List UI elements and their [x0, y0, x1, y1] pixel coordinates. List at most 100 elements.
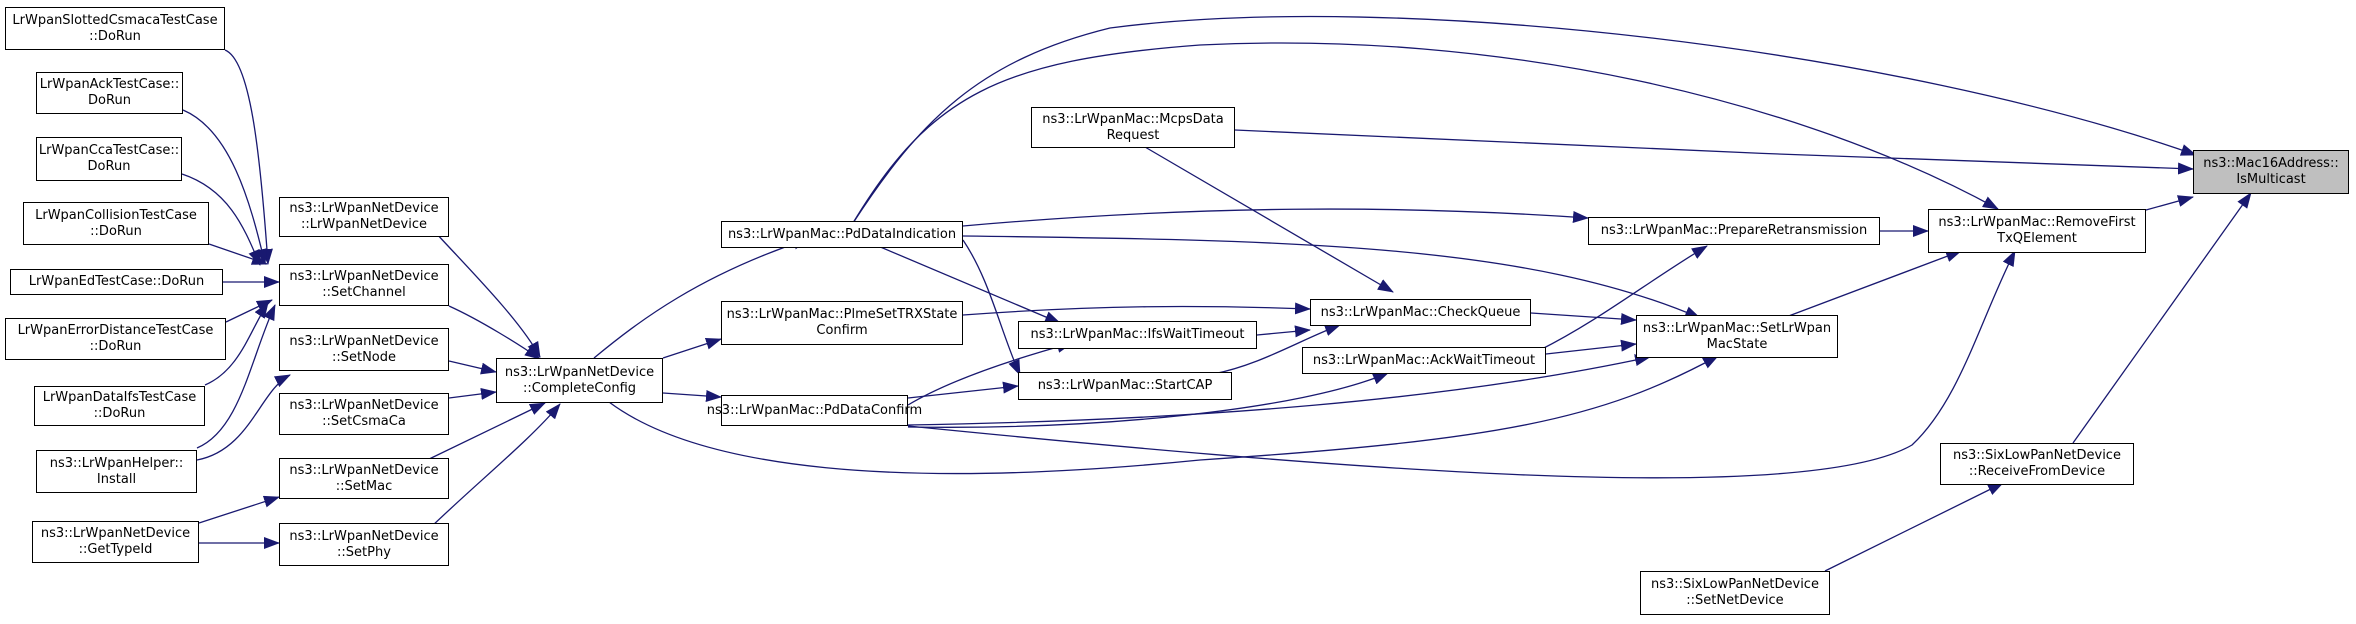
- node-complete-config-line-2: ::CompleteConfig: [522, 380, 637, 396]
- node-slotted-csmaca-test-case[interactable]: LrWpanSlottedCsmacaTestCase ::DoRun: [5, 7, 225, 50]
- edge-get-type-id-to-set-mac: [198, 495, 280, 524]
- edge-ack-wait-timeout-to-prepare: [1539, 245, 1708, 351]
- edge-pd-data-confirm-to-remove-first: [907, 250, 2016, 479]
- node-ifs-wait-timeout-line-1: ns3::LrWpanMac::IfsWaitTimeout: [1030, 327, 1245, 342]
- node-plme-confirm-line-2: Confirm: [816, 323, 868, 338]
- node-sixlowpan-receive-line-1: ns3::SixLowPanNetDevice: [1953, 448, 2121, 463]
- node-slotted-test-line-2: ::DoRun: [89, 28, 141, 44]
- edge-net-device-ctor-to-complete-config: [434, 231, 541, 358]
- node-set-lrwpan-mac-state[interactable]: ns3::LrWpanMac::SetLrWpan MacState: [1636, 315, 1838, 358]
- node-ack-wait-timeout[interactable]: ns3::LrWpanMac::AckWaitTimeout: [1302, 347, 1546, 374]
- node-dataifs-test-case[interactable]: LrWpanDataIfsTestCase ::DoRun: [34, 386, 205, 426]
- node-pd-data-indication-line-1: ns3::LrWpanMac::PdDataIndication: [727, 226, 957, 242]
- edge-pd-data-confirm-to-ifs-wait-timeout: [907, 341, 1073, 406]
- node-set-node[interactable]: ns3::LrWpanNetDevice ::SetNode: [279, 328, 449, 371]
- node-plme-set-trx-state-confirm[interactable]: ns3::LrWpanMac::PlmeSetTRXState Confirm: [721, 301, 963, 345]
- node-lrwpan-helper-install[interactable]: ns3::LrWpanHelper:: Install: [36, 450, 197, 493]
- edge-error-distance-test-to-set-channel: [225, 299, 273, 323]
- node-is-multicast[interactable]: ns3::Mac16Address:: IsMulticast: [2193, 150, 2349, 194]
- node-is-multicast-line-2: IsMulticast: [2236, 172, 2306, 187]
- node-complete-config[interactable]: ns3::LrWpanNetDevice ::CompleteConfig: [496, 358, 663, 403]
- node-mcps-data-request[interactable]: ns3::LrWpanMac::McpsData Request: [1031, 107, 1235, 148]
- edge-sixlowpan-receive-to-is-multicast: [2072, 192, 2252, 444]
- node-collision-test-case[interactable]: LrWpanCollisionTestCase ::DoRun: [23, 202, 209, 245]
- node-cca-test-line-2: DoRun: [87, 159, 131, 174]
- node-remove-first-txq-element[interactable]: ns3::LrWpanMac::RemoveFirst TxQElement: [1928, 209, 2146, 253]
- node-sixlowpan-receive-from-device[interactable]: ns3::SixLowPanNetDevice ::ReceiveFromDev…: [1940, 443, 2134, 485]
- node-dataifs-test-line-2: ::DoRun: [93, 406, 146, 421]
- edge-complete-config-to-set-state: [608, 355, 1719, 475]
- node-lrwpan-net-device-ctor[interactable]: ns3::LrWpanNetDevice ::LrWpanNetDevice: [279, 197, 449, 237]
- edge-dataifs-test-to-set-channel: [204, 302, 269, 386]
- node-ed-test-line-1: LrWpanEdTestCase::DoRun: [28, 274, 205, 289]
- node-get-type-id-line-2: ::GetTypeId: [78, 542, 153, 557]
- edge-mcps-data-request-to-is-multicast: [1234, 129, 2194, 175]
- node-ifs-wait-timeout[interactable]: ns3::LrWpanMac::IfsWaitTimeout: [1018, 321, 1257, 349]
- edge-mcps-data-request-to-check-queue: [1144, 146, 1394, 293]
- edge-pd-data-indication-to-prepare: [962, 208, 1589, 227]
- node-check-queue-line-1: ns3::LrWpanMac::CheckQueue: [1320, 304, 1521, 320]
- edge-complete-config-to-plme-confirm: [662, 337, 722, 359]
- edge-pd-data-indication-to-start-cap: [962, 239, 1021, 376]
- edge-set-csma-ca-to-complete-config: [448, 387, 497, 400]
- node-set-csma-ca-line-1: ns3::LrWpanNetDevice: [289, 398, 439, 413]
- node-sixlowpan-set-net-device[interactable]: ns3::SixLowPanNetDevice ::SetNetDevice: [1640, 571, 1830, 615]
- node-ed-test-case[interactable]: LrWpanEdTestCase::DoRun: [10, 269, 223, 295]
- node-pd-data-indication[interactable]: ns3::LrWpanMac::PdDataIndication: [721, 221, 963, 248]
- node-set-phy-line-1: ns3::LrWpanNetDevice: [289, 528, 439, 544]
- node-error-distance-test-case[interactable]: LrWpanErrorDistanceTestCase ::DoRun: [5, 318, 226, 360]
- node-ack-test-case[interactable]: LrWpanAckTestCase:: DoRun: [36, 72, 183, 114]
- edge-set-state-to-remove-first: [1785, 250, 1962, 318]
- node-mcps-data-request-line-2: Request: [1106, 127, 1160, 143]
- edge-set-mac-to-complete-config: [422, 402, 546, 463]
- node-prepare-retransmission-line-1: ns3::LrWpanMac::PrepareRetransmission: [1600, 223, 1868, 238]
- edge-start-cap-to-check-queue: [1212, 324, 1341, 375]
- node-set-csma-ca[interactable]: ns3::LrWpanNetDevice ::SetCsmaCa: [279, 393, 449, 435]
- edge-pd-data-indication-to-ifs-wait-timeout: [877, 245, 1061, 324]
- node-pd-data-confirm-line-1: ns3::LrWpanMac::PdDataConfirm: [706, 402, 923, 418]
- edge-complete-config-to-pd-data-indication: [593, 238, 809, 359]
- node-set-state-line-1: ns3::LrWpanMac::SetLrWpan: [1642, 320, 1832, 336]
- node-get-type-id[interactable]: ns3::LrWpanNetDevice ::GetTypeId: [32, 521, 199, 563]
- node-set-channel[interactable]: ns3::LrWpanNetDevice ::SetChannel: [279, 264, 449, 306]
- node-ack-wait-timeout-line-1: ns3::LrWpanMac::AckWaitTimeout: [1312, 352, 1536, 368]
- edge-set-node-to-complete-config: [448, 360, 497, 375]
- edge-pd-data-confirm-to-ack-wait-timeout: [907, 372, 1389, 428]
- node-pd-data-confirm[interactable]: ns3::LrWpanMac::PdDataConfirm: [707, 395, 922, 426]
- node-set-state-line-2: MacState: [1706, 336, 1768, 352]
- node-dataifs-test-line-1: LrWpanDataIfsTestCase: [42, 390, 197, 405]
- node-mcps-data-request-line-1: ns3::LrWpanMac::McpsData: [1042, 111, 1224, 127]
- node-remove-first-line-1: ns3::LrWpanMac::RemoveFirst: [1938, 215, 2136, 230]
- node-prepare-retransmission[interactable]: ns3::LrWpanMac::PrepareRetransmission: [1588, 217, 1880, 245]
- node-set-node-line-1: ns3::LrWpanNetDevice: [289, 333, 439, 349]
- edge-set-channel-to-complete-config: [448, 305, 541, 360]
- node-plme-confirm-line-1: ns3::LrWpanMac::PlmeSetTRXState: [726, 307, 958, 322]
- node-ack-test-line-2: DoRun: [88, 93, 131, 108]
- node-start-cap[interactable]: ns3::LrWpanMac::StartCAP: [1018, 372, 1232, 400]
- node-net-device-ctor-line-1: ns3::LrWpanNetDevice: [289, 201, 439, 216]
- edge-cca-test-to-set-channel: [181, 173, 261, 266]
- edge-plme-confirm-to-check-queue: [962, 302, 1311, 316]
- node-check-queue[interactable]: ns3::LrWpanMac::CheckQueue: [1310, 299, 1531, 326]
- node-sixlowpan-set-net-device-line-2: ::SetNetDevice: [1686, 593, 1784, 608]
- edge-slotted-test-to-set-channel: [224, 49, 273, 265]
- node-set-mac[interactable]: ns3::LrWpanNetDevice ::SetMac: [279, 458, 449, 499]
- node-set-channel-line-1: ns3::LrWpanNetDevice: [289, 269, 439, 284]
- edge-check-queue-to-set-state: [1530, 312, 1637, 325]
- node-collision-test-line-1: LrWpanCollisionTestCase: [35, 207, 197, 223]
- edge-collision-test-to-set-channel: [208, 243, 268, 265]
- node-collision-test-line-2: ::DoRun: [90, 223, 142, 239]
- node-cca-test-case[interactable]: LrWpanCcaTestCase:: DoRun: [36, 137, 182, 181]
- node-get-type-id-line-1: ns3::LrWpanNetDevice: [40, 526, 191, 541]
- node-set-mac-line-2: ::SetMac: [335, 478, 393, 494]
- node-set-phy-line-2: ::SetPhy: [337, 544, 391, 560]
- edge-pd-data-confirm-to-start-cap: [907, 381, 1019, 399]
- node-set-phy[interactable]: ns3::LrWpanNetDevice ::SetPhy: [279, 523, 449, 566]
- node-ack-test-line-1: LrWpanAckTestCase::: [39, 77, 180, 92]
- node-set-mac-line-1: ns3::LrWpanNetDevice: [289, 462, 439, 478]
- node-sixlowpan-set-net-device-line-1: ns3::SixLowPanNetDevice: [1651, 577, 1819, 592]
- node-set-node-line-2: ::SetNode: [331, 349, 397, 365]
- edge-ifs-wait-timeout-to-check-queue: [1256, 325, 1311, 338]
- node-helper-install-line-2: Install: [96, 471, 137, 487]
